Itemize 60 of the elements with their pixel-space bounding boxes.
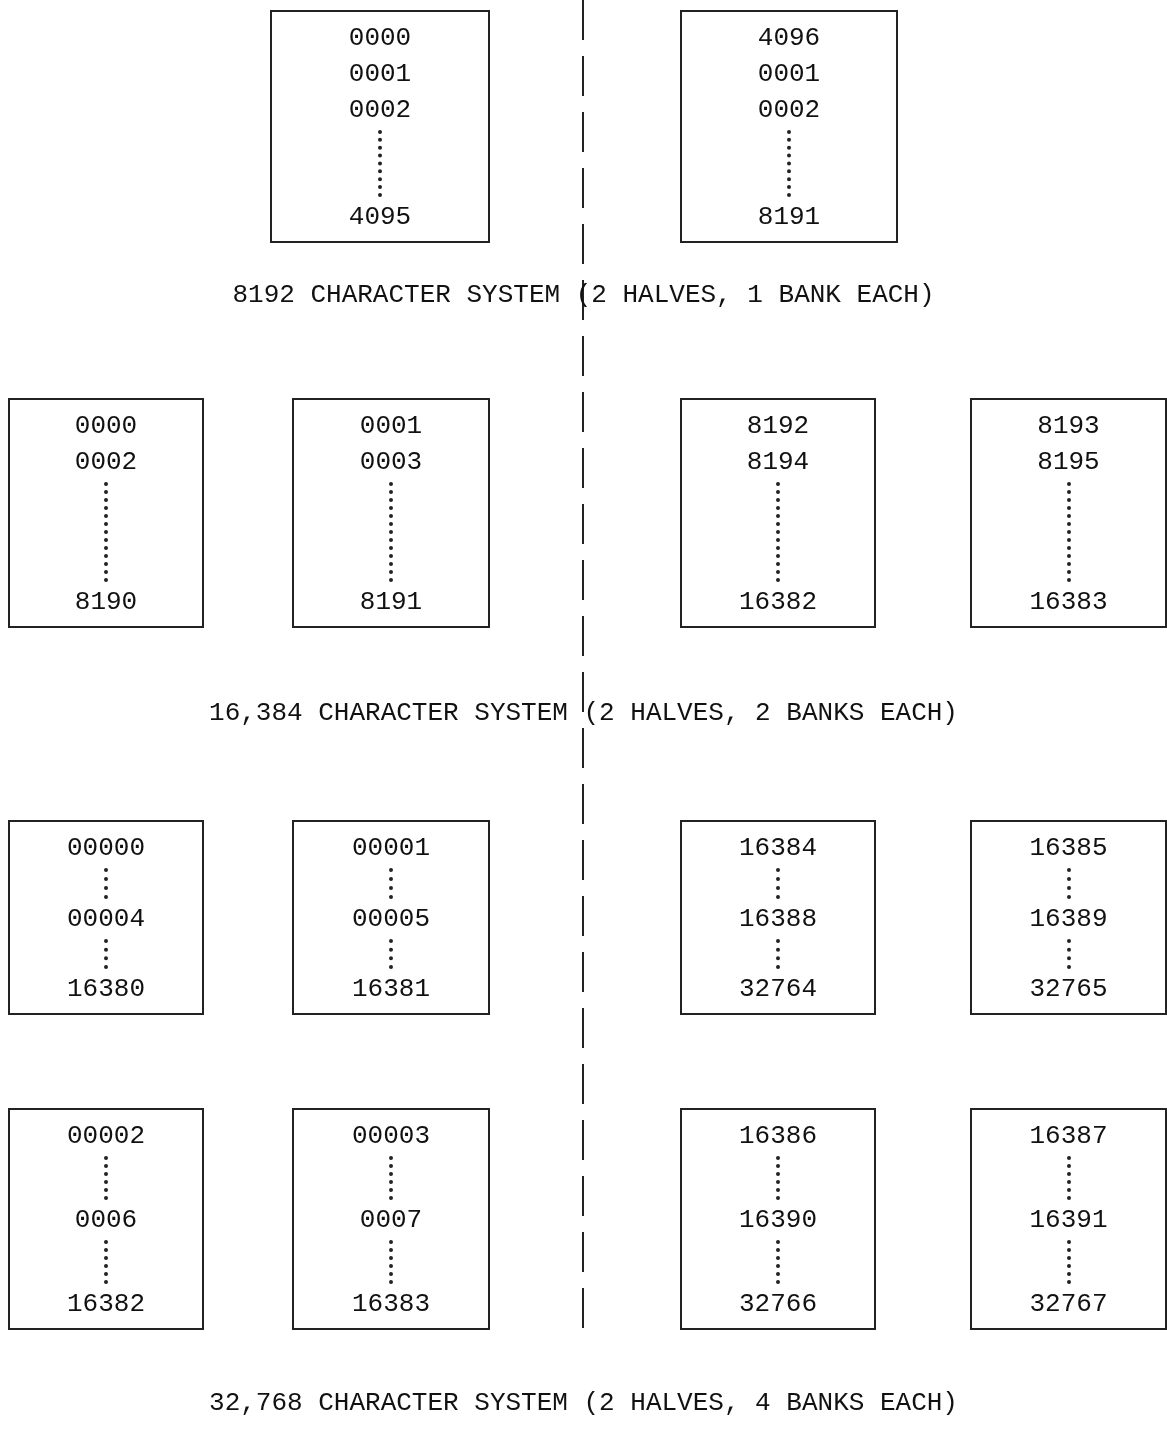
- address-number: 8193: [1037, 410, 1100, 443]
- address-number: 0003: [359, 446, 423, 479]
- address-number: 16390: [739, 1204, 817, 1237]
- memory-bank-box: [292, 820, 490, 1015]
- memory-bank-box: [292, 398, 490, 628]
- memory-bank-box: [680, 10, 898, 243]
- address-number: 8190: [74, 586, 138, 619]
- address-number: 8192: [746, 410, 810, 443]
- memory-bank-box: [8, 398, 204, 628]
- address-number: 32765: [1029, 973, 1108, 1006]
- address-number: 00001: [352, 832, 430, 865]
- address-number: 4096: [757, 22, 821, 55]
- address-number: 16380: [67, 973, 145, 1006]
- address-number: 16385: [1029, 832, 1108, 865]
- address-number: 8195: [1037, 446, 1100, 479]
- address-number: 0006: [74, 1204, 138, 1237]
- address-number: 16382: [739, 586, 817, 619]
- address-number: 00004: [67, 902, 145, 936]
- address-number: 0000: [348, 22, 412, 55]
- memory-bank-box: [970, 1108, 1167, 1330]
- memory-bank-box: [270, 10, 490, 243]
- address-number: 16384: [739, 832, 817, 865]
- address-number: 8194: [746, 446, 810, 479]
- address-number: 32764: [739, 973, 817, 1006]
- address-number: 16381: [352, 973, 430, 1006]
- system-caption: 16,384 CHARACTER SYSTEM (2 HALVES, 2 BANKS EACH): [208, 698, 959, 728]
- address-number: 0002: [757, 94, 821, 127]
- memory-bank-box: [8, 1108, 204, 1330]
- address-number: 16388: [739, 902, 817, 936]
- address-number: 16383: [1029, 586, 1108, 619]
- address-number: 16382: [67, 1288, 145, 1321]
- address-number: 00002: [67, 1120, 145, 1153]
- address-number: 00000: [67, 832, 145, 865]
- address-number: 16383: [352, 1288, 430, 1321]
- address-number: 0001: [359, 410, 423, 443]
- system-caption: 32,768 CHARACTER SYSTEM (2 HALVES, 4 BANKS EACH): [208, 1388, 959, 1418]
- address-number: 4095: [348, 201, 412, 234]
- address-number: 32767: [1029, 1288, 1108, 1321]
- address-number: 0002: [74, 446, 138, 479]
- address-number: 8191: [359, 586, 423, 619]
- address-number: 8191: [757, 201, 821, 234]
- address-number: 0007: [359, 1204, 423, 1237]
- memory-bank-box: [680, 398, 876, 628]
- memory-bank-box: [292, 1108, 490, 1330]
- address-number: 0000: [74, 410, 138, 443]
- address-number: 16386: [739, 1120, 817, 1153]
- memory-bank-box: [680, 1108, 876, 1330]
- address-number: 16391: [1029, 1204, 1108, 1237]
- address-number: 0001: [348, 58, 412, 91]
- address-number: 16387: [1029, 1120, 1108, 1153]
- address-number: 32766: [739, 1288, 817, 1321]
- address-number: 00003: [352, 1120, 430, 1153]
- address-number: 00005: [352, 902, 430, 936]
- memory-bank-box: [970, 820, 1167, 1015]
- address-number: 0001: [757, 58, 821, 91]
- memory-bank-box: [8, 820, 204, 1015]
- address-number: 0002: [348, 94, 412, 127]
- memory-bank-box: [970, 398, 1167, 628]
- memory-bank-box: [680, 820, 876, 1015]
- address-number: 16389: [1029, 902, 1108, 936]
